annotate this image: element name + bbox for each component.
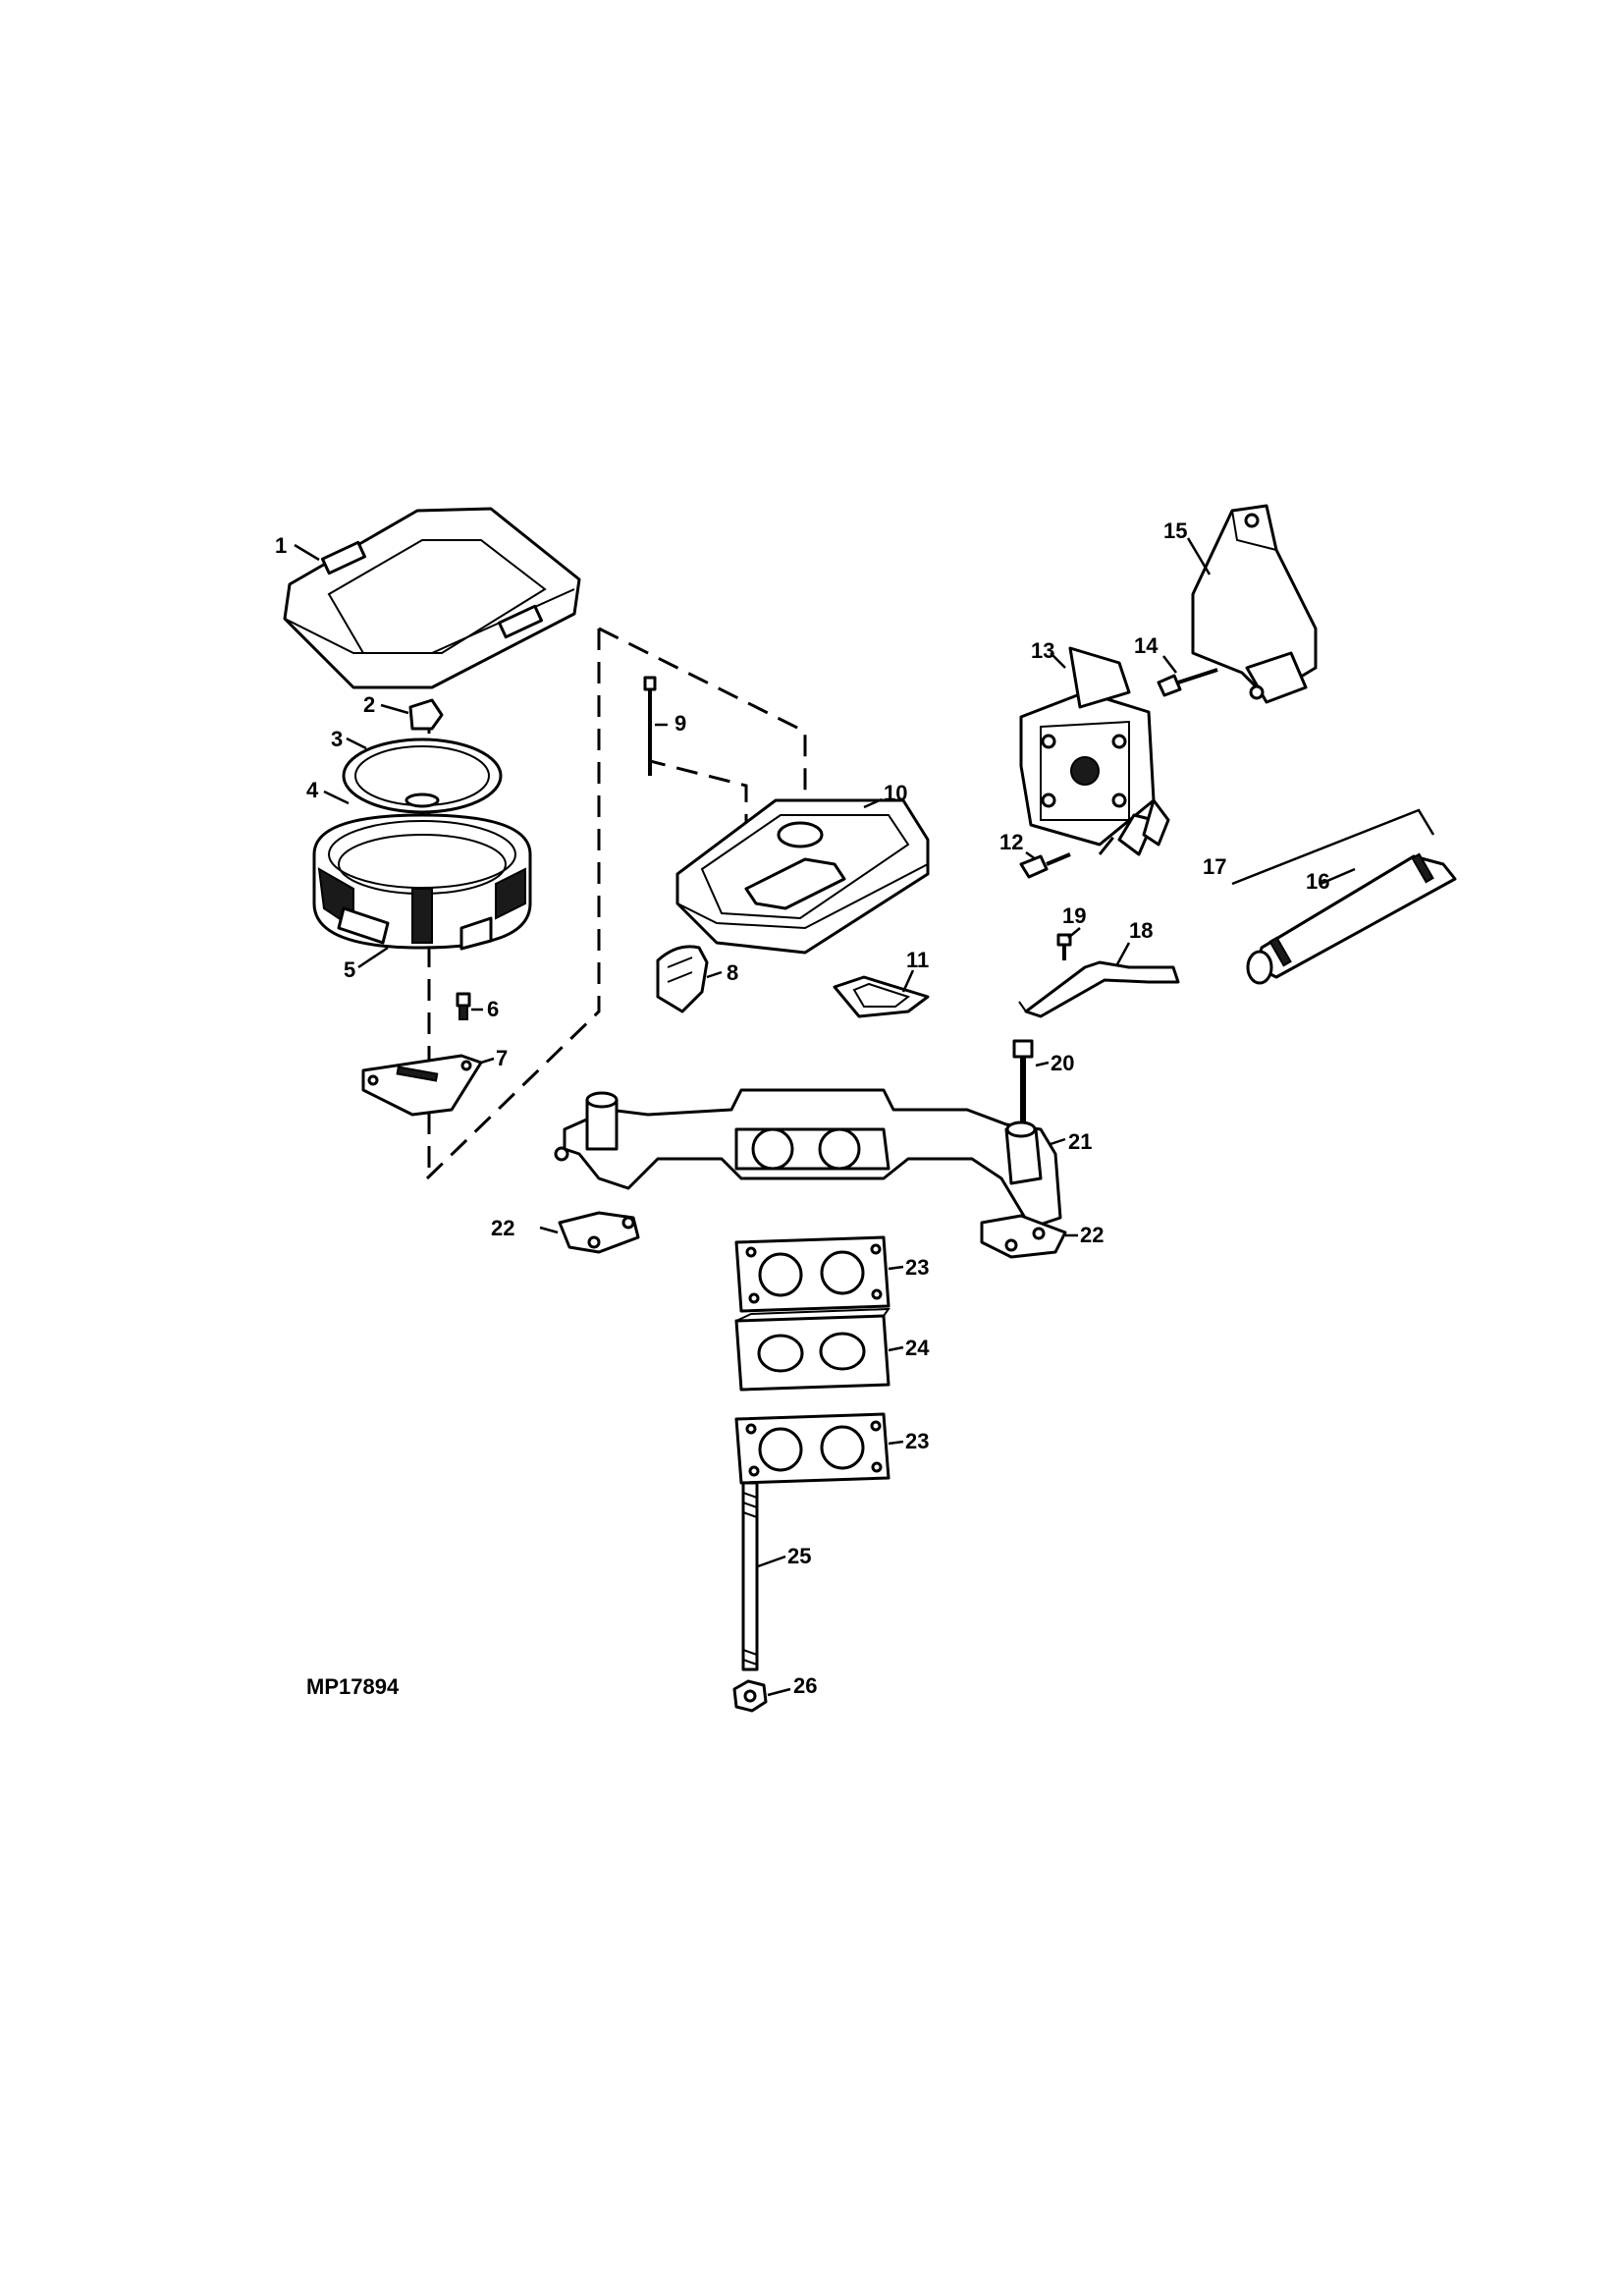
callout-18: 18	[1129, 918, 1153, 943]
part-7-base-plate	[361, 1054, 483, 1117]
callout-21: 21	[1068, 1129, 1092, 1154]
callout-3: 3	[331, 727, 343, 751]
callout-1: 1	[275, 533, 287, 558]
part-2-seal	[408, 698, 444, 731]
callout-26: 26	[793, 1673, 817, 1698]
part-26-nut	[732, 1679, 768, 1713]
callout-17: 17	[1203, 854, 1226, 879]
part-10-base	[675, 798, 930, 955]
callout-9: 9	[674, 711, 686, 736]
callout-6: 6	[487, 997, 499, 1021]
callout-13: 13	[1031, 638, 1054, 663]
callout-11: 11	[906, 948, 929, 972]
callout-10: 10	[884, 781, 907, 805]
callout-22-right: 22	[1080, 1223, 1104, 1247]
callout-24: 24	[905, 1336, 930, 1360]
callout-8: 8	[727, 960, 738, 985]
callout-22-left: 22	[491, 1216, 514, 1240]
callout-2: 2	[363, 692, 375, 717]
part-23-gasket-top	[734, 1235, 890, 1313]
part-20-bolt	[1012, 1039, 1034, 1129]
part-6-screw	[456, 992, 471, 1020]
part-4-filter-element	[312, 813, 532, 951]
part-16-17-fuel-hose	[1231, 808, 1457, 985]
part-9-long-bolt	[643, 676, 657, 776]
callout-5: 5	[344, 957, 355, 982]
part-3-filter-plate	[342, 738, 503, 814]
part-8-elbow	[656, 945, 709, 1013]
callout-23-bottom: 23	[905, 1429, 929, 1453]
callout-4: 4	[306, 778, 319, 802]
part-25-stud	[741, 1481, 759, 1671]
part-15-bracket	[1191, 504, 1318, 704]
callout-labels: 1 2 3 4 5 6 7 8 9 10 11 12 13 14 15 16 1…	[275, 519, 1329, 1698]
callout-20: 20	[1051, 1051, 1074, 1075]
part-12-screw	[1019, 852, 1071, 879]
part-21-intake-manifold	[554, 1088, 1062, 1230]
part-11-gasket	[833, 975, 930, 1018]
callout-leaders	[294, 537, 1356, 1697]
part-18-bracket	[1018, 960, 1180, 1018]
part-13-fuel-pump	[1019, 646, 1170, 856]
part-19-screw	[1056, 933, 1072, 960]
callout-15: 15	[1163, 519, 1187, 543]
callout-25: 25	[787, 1544, 811, 1568]
callout-12: 12	[999, 830, 1023, 854]
part-22-gasket-left	[558, 1211, 640, 1254]
callout-19: 19	[1062, 903, 1086, 928]
callout-16: 16	[1306, 869, 1329, 894]
callout-14: 14	[1134, 633, 1159, 658]
part-22-gasket-right	[980, 1214, 1067, 1259]
part-14-bolt	[1157, 668, 1218, 697]
figure-id: MP17894	[306, 1674, 400, 1699]
part-24-spacer	[734, 1307, 890, 1392]
part-23-gasket-bottom	[734, 1412, 890, 1485]
callout-23-top: 23	[905, 1255, 929, 1280]
part-1-cover	[283, 507, 581, 689]
callout-7: 7	[496, 1046, 508, 1070]
